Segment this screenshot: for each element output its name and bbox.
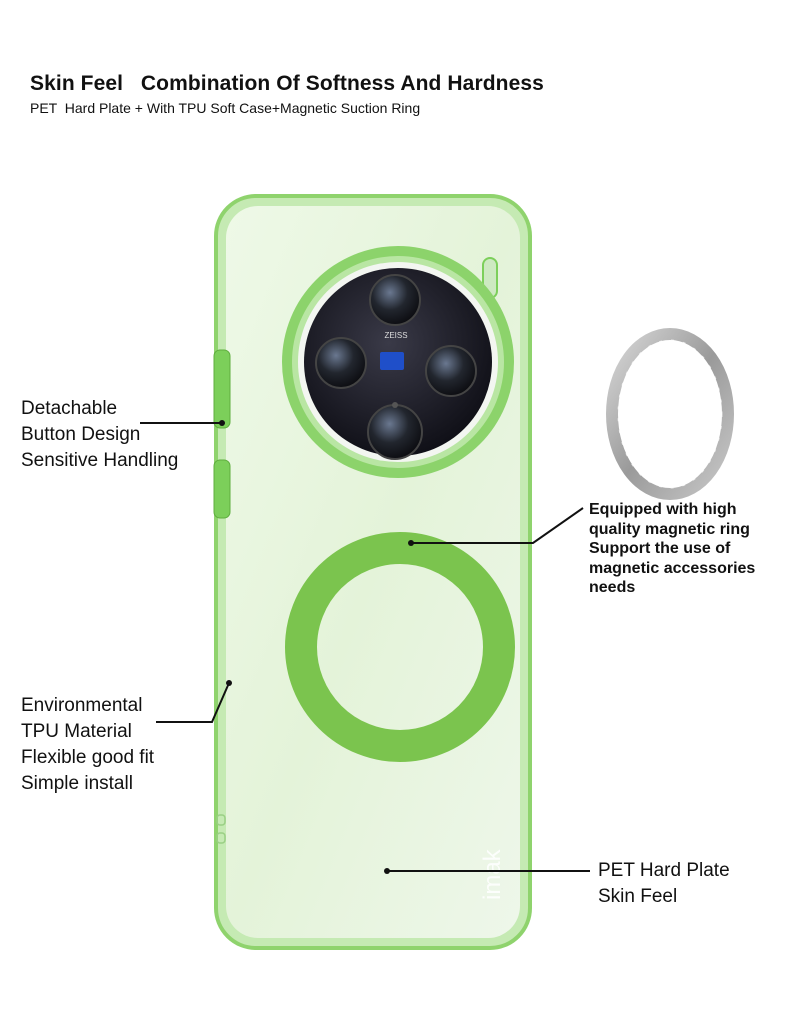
volume-button (213, 349, 231, 429)
zeiss-logo (380, 352, 404, 370)
callout-dot (226, 680, 232, 686)
case-magnetic-ring (285, 532, 515, 762)
imak-logo: imak (479, 848, 506, 900)
camera-lens-left (315, 337, 367, 389)
feature-buttons-line: Sensitive Handling (21, 450, 179, 471)
side-cutout (216, 814, 226, 826)
camera-lens-top (369, 274, 421, 326)
callout-line-tpu (156, 682, 230, 723)
power-button (213, 459, 231, 519)
page-subtitle: PET Hard Plate + With TPU Soft Case+Magn… (30, 100, 421, 116)
page-title: Skin Feel Combination Of Softness And Ha… (30, 72, 544, 95)
callout-dot (408, 540, 414, 546)
header: Skin Feel Combination Of Softness And Ha… (30, 72, 544, 116)
feature-pet-line: PET Hard Plate (598, 860, 730, 881)
feature-buttons: Detachable Button Design Sensitive Handl… (21, 396, 178, 474)
camera-module: ZEISS (282, 246, 514, 478)
lens-brand-text: ZEISS (384, 331, 407, 340)
feature-ring-line: needs (589, 579, 636, 596)
feature-buttons-line: Detachable (21, 398, 118, 419)
feature-tpu-line: Environmental (21, 695, 143, 716)
feature-pet-plate: PET Hard Plate Skin Feel (598, 858, 730, 910)
metal-ring (606, 328, 734, 500)
magnetic-ring (285, 532, 515, 762)
metal-ring-segments (617, 339, 723, 489)
side-cutout (216, 832, 226, 844)
feature-ring-line: quality magnetic ring (589, 520, 750, 538)
callout-line-ring (411, 507, 584, 544)
camera-lens-bottom (367, 404, 423, 460)
callout-dot (219, 420, 225, 426)
camera-lens-right (425, 345, 477, 397)
feature-buttons-line: Button Design (21, 424, 141, 445)
feature-ring-line: Support the use of (589, 540, 731, 557)
feature-tpu-line: TPU Material (21, 721, 132, 742)
callout-lines (140, 422, 590, 872)
feature-ring-line: Equipped with high (589, 501, 737, 518)
feature-pet-line: Skin Feel (598, 886, 678, 907)
feature-tpu-line: Flexible good fit (21, 747, 155, 768)
sensor-dot (392, 402, 398, 408)
feature-magnetic-ring: Equipped with high quality magnetic ring… (589, 500, 755, 598)
feature-tpu-line: Simple install (21, 773, 133, 794)
metal-ring-accessory (606, 328, 734, 500)
callout-dot (384, 868, 390, 874)
feature-ring-line: magnetic accessories (589, 559, 756, 577)
feature-tpu: Environmental TPU Material Flexible good… (21, 693, 154, 797)
